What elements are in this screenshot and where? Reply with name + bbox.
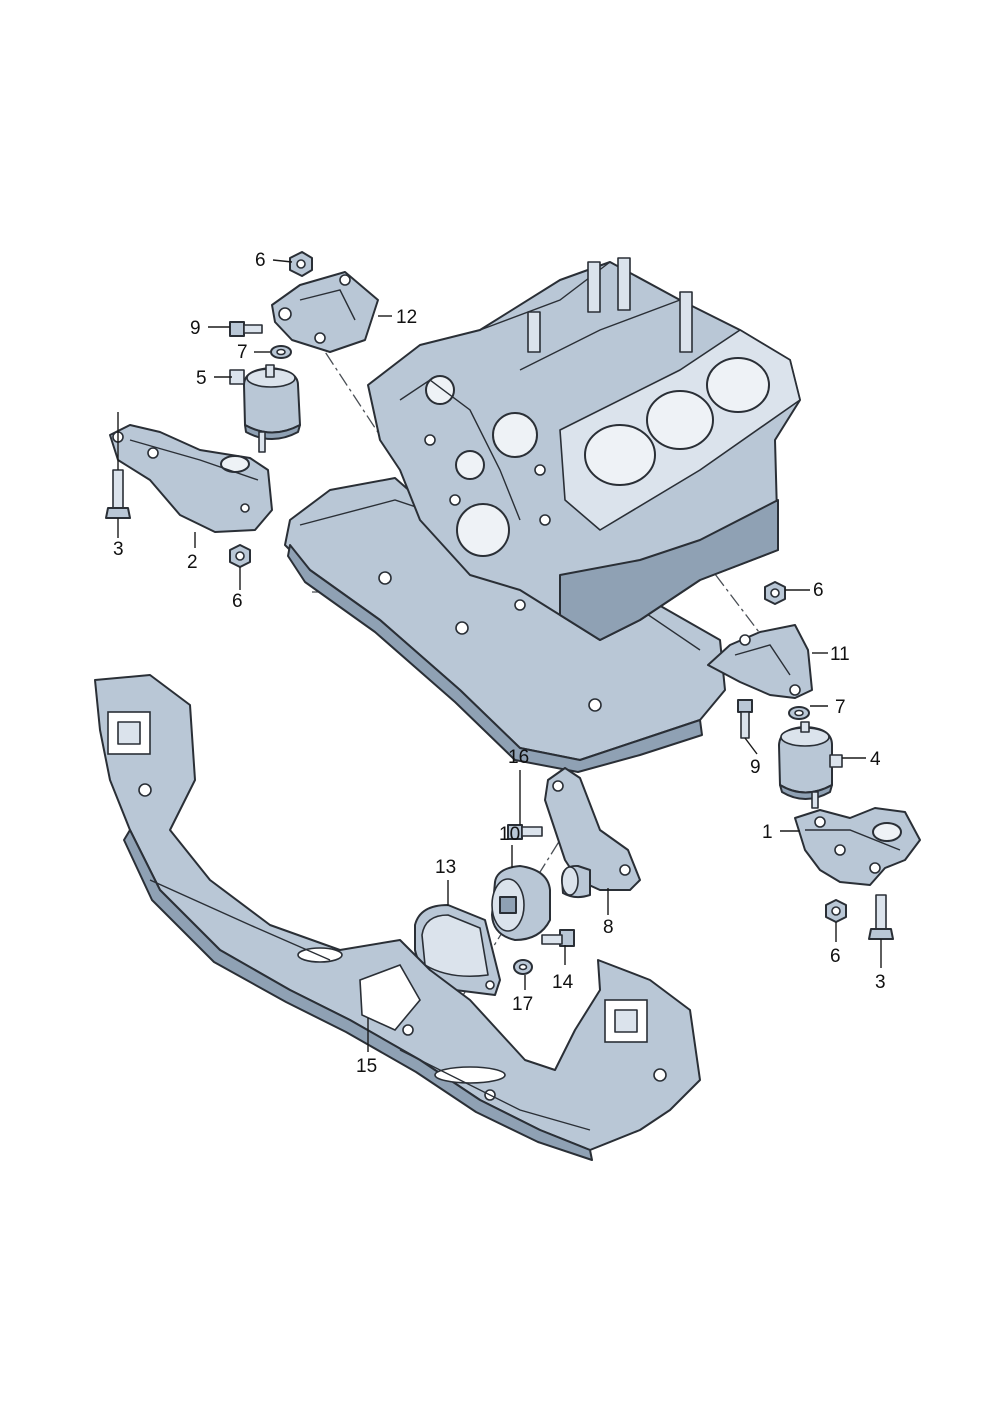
part-6-nut-lower — [229, 544, 251, 568]
part-6-nut-right-lower — [825, 899, 847, 923]
callout-6: 6 — [813, 580, 824, 601]
callout-3: 3 — [113, 539, 124, 560]
callout-labels: 6 12 9 7 5 3 2 6 6 11 7 9 4 1 6 3 16 10 … — [113, 250, 886, 1077]
callout-12: 12 — [396, 307, 417, 328]
part-15-crossmember — [94, 674, 701, 1161]
part-6-nut-top — [289, 251, 313, 277]
callout-17: 17 — [512, 994, 533, 1015]
callout-1: 1 — [762, 822, 773, 843]
part-7-washer-left — [270, 345, 292, 359]
callout-6: 6 — [255, 250, 266, 271]
callout-5: 5 — [196, 368, 207, 389]
callout-16: 16 — [508, 747, 529, 768]
part-5-engine-mount-left — [229, 364, 301, 453]
callout-3: 3 — [875, 972, 886, 993]
callout-10: 10 — [499, 824, 520, 845]
engine-block — [284, 257, 801, 773]
part-8-bracket — [544, 767, 641, 899]
callout-15: 15 — [356, 1056, 377, 1077]
part-11-bracket-right — [707, 624, 813, 699]
part-10-bushing — [491, 865, 551, 941]
part-1-bracket-right — [794, 807, 921, 886]
callout-13: 13 — [435, 857, 456, 878]
callout-9: 9 — [190, 318, 201, 339]
leader-lines — [117, 259, 882, 1052]
part-14-bolt — [541, 929, 575, 947]
callout-8: 8 — [603, 917, 614, 938]
callout-6: 6 — [830, 946, 841, 967]
part-6-nut-right-top — [764, 581, 786, 605]
callout-9: 9 — [750, 757, 761, 778]
callout-7: 7 — [835, 697, 846, 718]
part-16-bolt — [507, 824, 543, 840]
callout-14: 14 — [552, 972, 574, 993]
part-17-washer — [513, 959, 533, 975]
callout-7: 7 — [237, 342, 248, 363]
callout-6: 6 — [232, 591, 243, 612]
part-13-transmission-mount — [414, 904, 501, 996]
callout-2: 2 — [187, 552, 198, 573]
part-9-bolt-left — [229, 321, 263, 337]
callout-11: 11 — [830, 644, 850, 665]
part-2-bracket-left — [109, 424, 273, 533]
callout-4: 4 — [870, 749, 881, 770]
part-3-bolt-left — [105, 469, 131, 519]
part-7-washer-right — [788, 706, 810, 720]
part-9-bolt-right — [737, 699, 753, 739]
part-3-bolt-right — [868, 894, 894, 940]
part-4-engine-mount-right — [778, 721, 843, 809]
part-12-bracket — [271, 271, 379, 353]
